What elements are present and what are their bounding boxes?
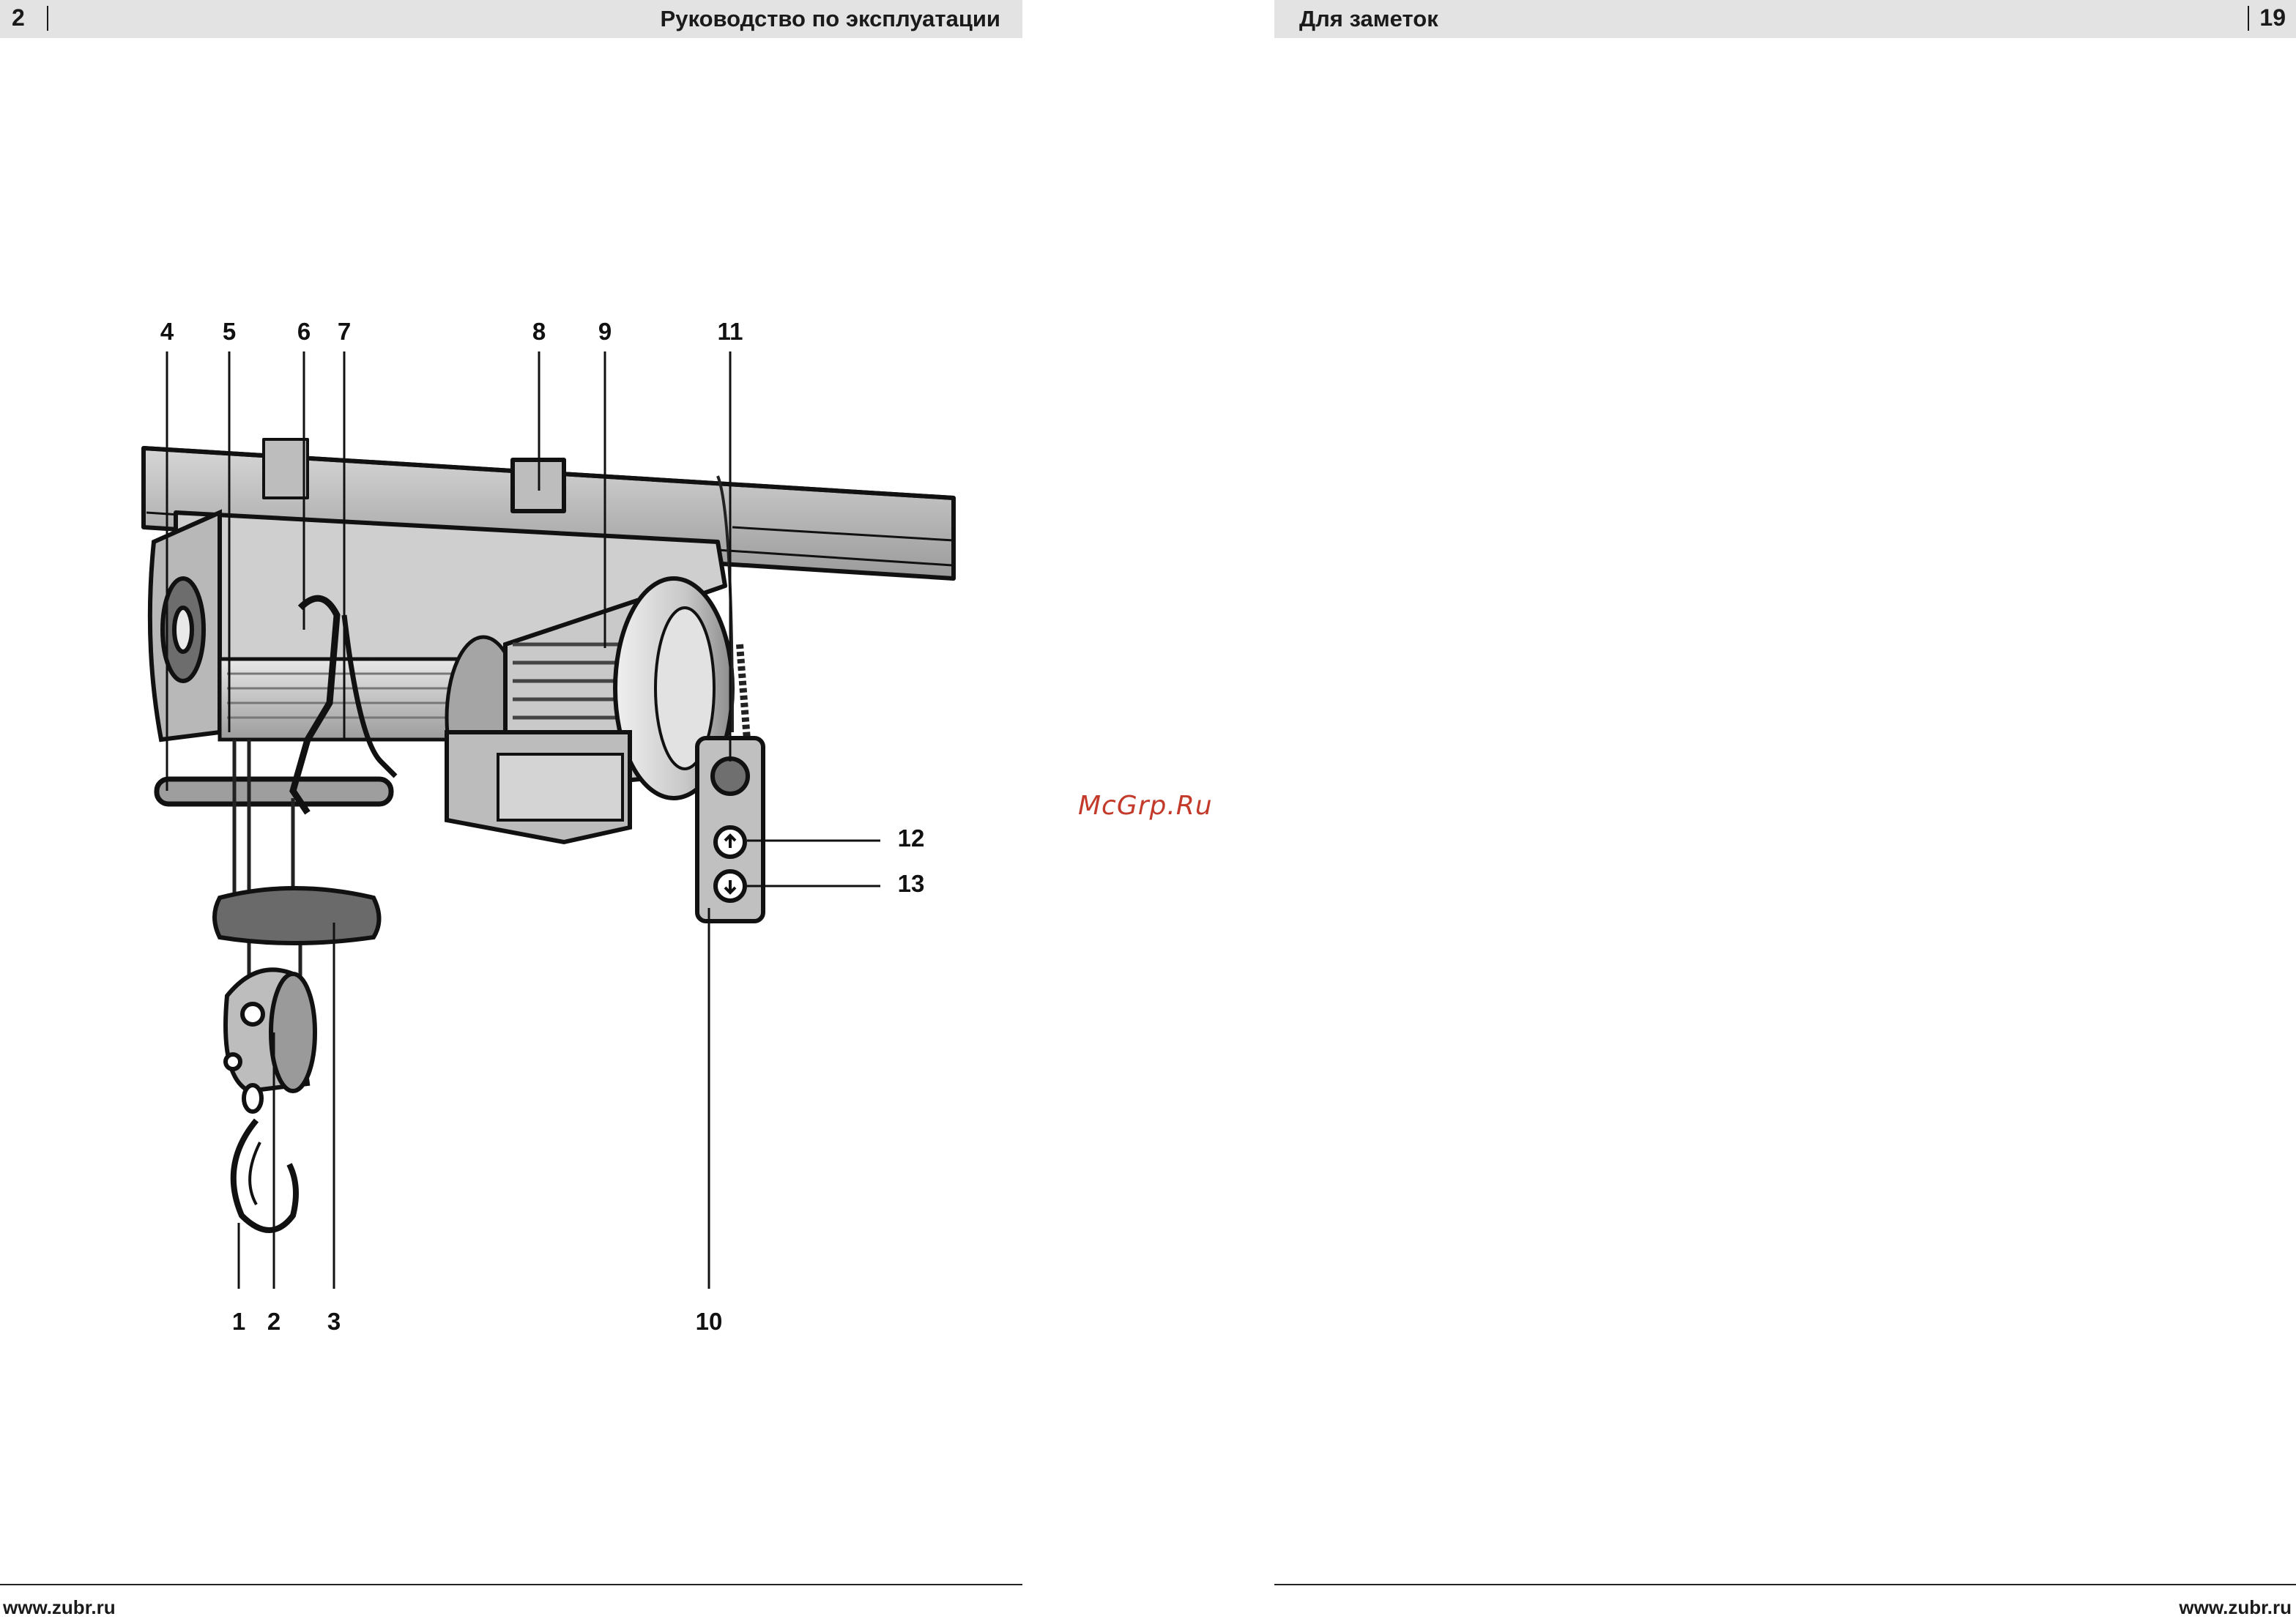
callout-5: 5 bbox=[223, 318, 236, 346]
right-footer-url[interactable]: www.zubr.ru bbox=[2179, 1596, 2292, 1619]
callout-1: 1 bbox=[232, 1308, 245, 1336]
callout-3: 3 bbox=[327, 1308, 341, 1336]
control-pendant bbox=[697, 738, 763, 921]
pulley-housing bbox=[150, 513, 220, 740]
pulley-block bbox=[226, 969, 315, 1112]
callout-13: 13 bbox=[898, 870, 925, 898]
callout-2: 2 bbox=[267, 1308, 281, 1336]
left-footer-rule bbox=[0, 1584, 1022, 1585]
callout-4: 4 bbox=[160, 318, 174, 346]
gearbox bbox=[447, 732, 630, 842]
callout-9: 9 bbox=[598, 318, 612, 346]
limit-stop bbox=[215, 888, 379, 943]
callout-11: 11 bbox=[718, 318, 743, 346]
callout-10: 10 bbox=[696, 1308, 723, 1336]
right-footer-rule bbox=[1274, 1584, 2296, 1585]
callout-12: 12 bbox=[898, 825, 925, 852]
callout-8: 8 bbox=[532, 318, 546, 346]
left-footer-url[interactable]: www.zubr.ru bbox=[3, 1596, 116, 1619]
callout-7: 7 bbox=[338, 318, 351, 346]
callout-6: 6 bbox=[297, 318, 311, 346]
hook bbox=[234, 1120, 296, 1230]
